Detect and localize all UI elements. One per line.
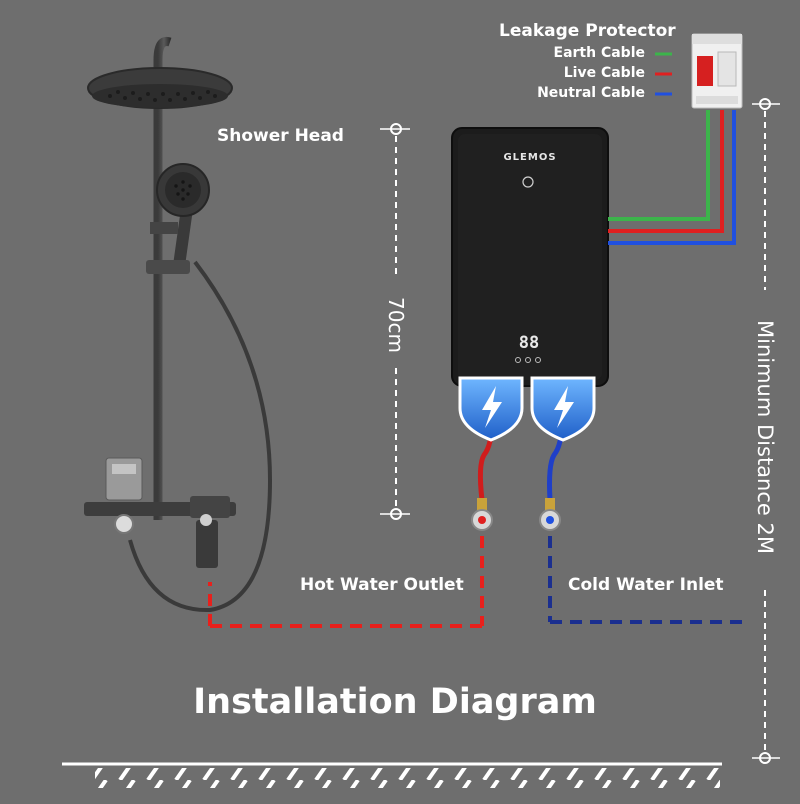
cable-legend-swatches (655, 52, 672, 96)
diagram-title: Installation Diagram (193, 682, 597, 722)
heater-display-readout: 88 (518, 333, 540, 353)
live-cable-label: Live Cable (563, 65, 645, 81)
neutral-cable-label: Neutral Cable (537, 85, 645, 101)
heater-brand-logo: GLEMOS (503, 152, 557, 163)
water-heater (451, 127, 609, 387)
touch-key-minus-icon (515, 357, 521, 363)
cold-water-line (548, 536, 742, 624)
hot-water-outlet-label: Hot Water Outlet (300, 575, 464, 595)
height-70cm-label: 70cm (384, 297, 408, 353)
earth-cable-label: Earth Cable (553, 45, 646, 61)
shower-set (84, 36, 273, 613)
power-icon (522, 176, 534, 188)
floor (62, 762, 722, 788)
hand-shower (156, 163, 210, 268)
cold-water-inlet-label: Cold Water Inlet (568, 575, 724, 595)
shower-head-label: Shower Head (217, 126, 344, 146)
height-dimension-70cm (380, 123, 410, 520)
rain-shower-head (87, 67, 233, 109)
min-distance-label: Minimum Distance 2M (753, 320, 777, 554)
cables (608, 110, 736, 245)
min-distance-dimension (752, 98, 780, 764)
shield-lightning-icon (458, 376, 524, 442)
leakage-protector-breaker (691, 33, 743, 109)
touch-key-plus-icon (535, 357, 541, 363)
hot-water-line (208, 536, 484, 628)
leakage-protector-label: Leakage Protector (499, 21, 676, 41)
shield-lightning-icon (530, 376, 596, 442)
touch-key-power-icon (525, 357, 531, 363)
